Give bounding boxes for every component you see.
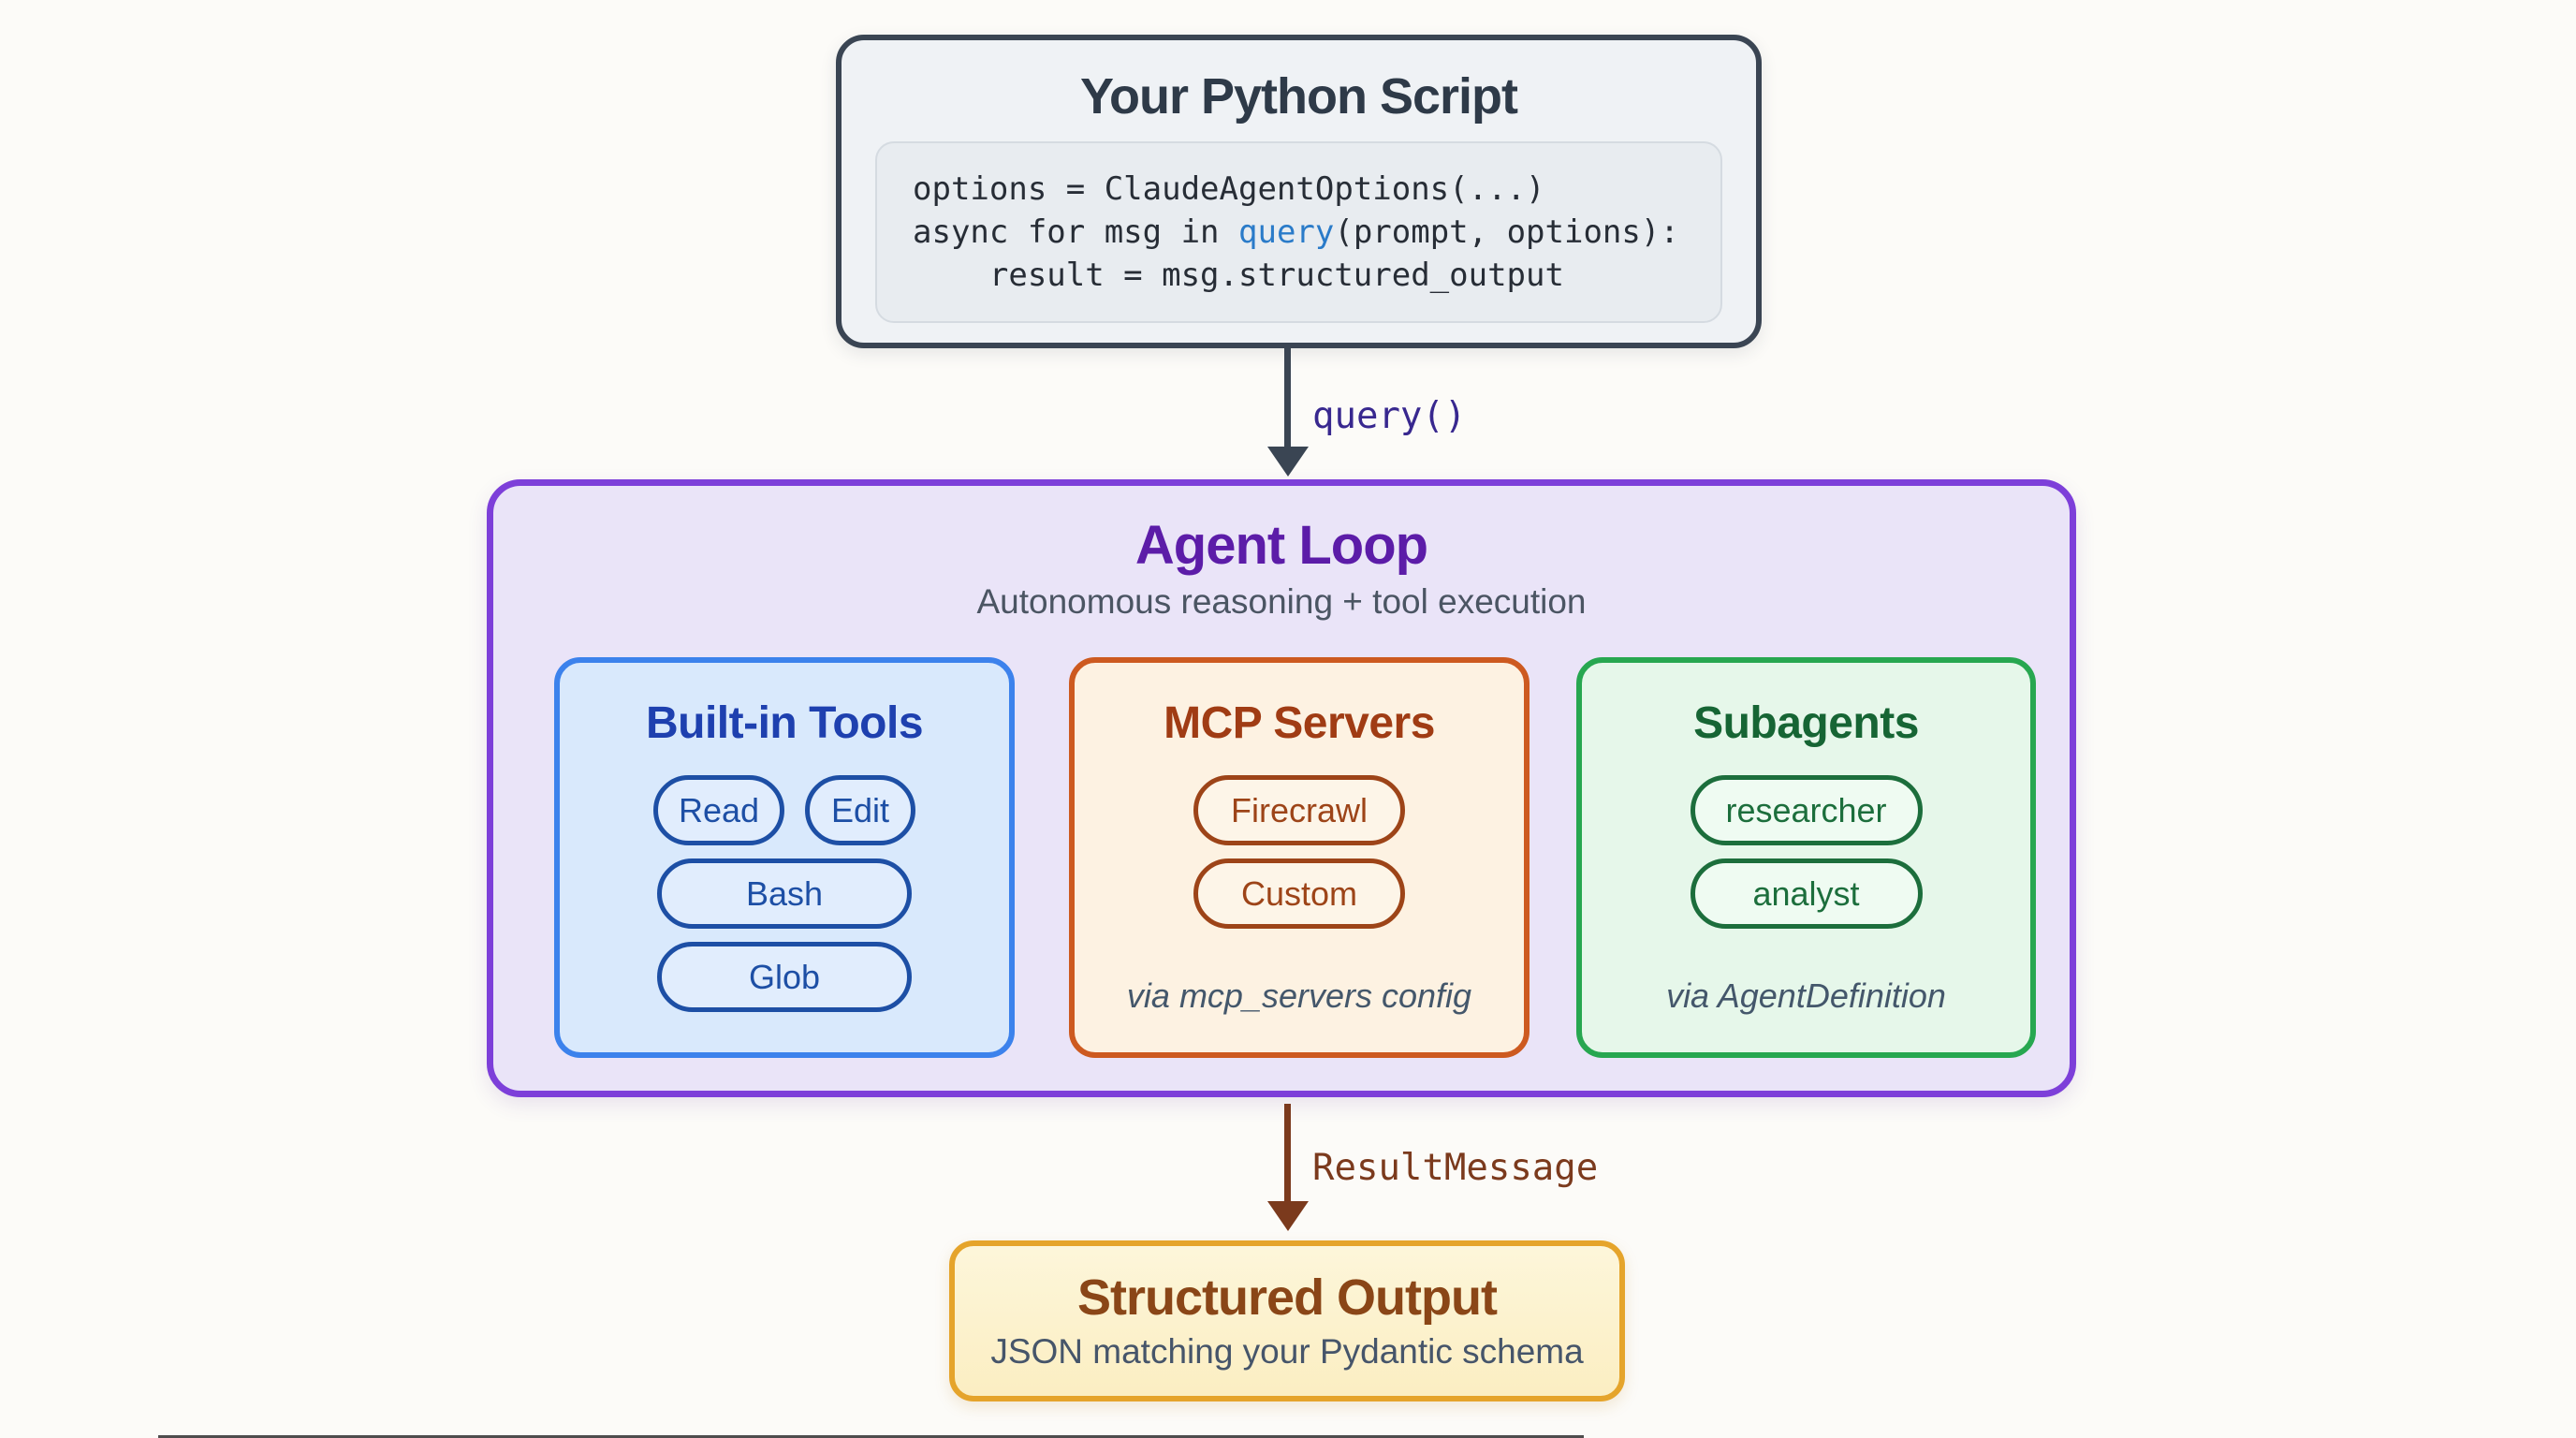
pill-bash: Bash (657, 858, 912, 929)
mcp-servers-pills: Firecrawl Custom (1075, 775, 1524, 929)
query-arrow-head-icon (1267, 447, 1309, 477)
mcp-servers-title: MCP Servers (1164, 698, 1435, 748)
pill-analyst: analyst (1690, 858, 1923, 929)
mcp-servers-caption: via mcp_servers config (1126, 976, 1472, 1015)
code-line-2-pre: async for msg in (913, 213, 1238, 251)
structured-output-box: Structured Output JSON matching your Pyd… (949, 1240, 1625, 1401)
agent-loop-title: Agent Loop (1134, 515, 1428, 576)
subagents-title: Subagents (1693, 698, 1919, 748)
structured-output-title: Structured Output (1077, 1269, 1498, 1326)
pill-researcher: researcher (1690, 775, 1923, 845)
result-arrow-label: ResultMessage (1312, 1147, 1599, 1189)
subagents-box: Subagents researcher analyst via AgentDe… (1576, 657, 2036, 1058)
python-script-box: Your Python Script options = ClaudeAgent… (836, 35, 1762, 348)
pill-read: Read (653, 775, 784, 845)
pill-glob: Glob (657, 942, 912, 1012)
subagents-caption: via AgentDefinition (1666, 976, 1946, 1015)
bottom-edge-strip (158, 1435, 1584, 1438)
python-script-title: Your Python Script (1079, 68, 1518, 125)
code-query-keyword: query (1238, 213, 1335, 251)
agent-loop-subtitle: Autonomous reasoning + tool execution (976, 582, 1587, 621)
builtin-tools-pills: Read Edit Bash Glob (560, 775, 1009, 1012)
mcp-servers-box: MCP Servers Firecrawl Custom via mcp_ser… (1069, 657, 1530, 1058)
code-line-2: async for msg in query(prompt, options): (913, 211, 1685, 254)
builtin-tools-pill-row: Read Edit (653, 775, 915, 845)
result-arrow-head-icon (1267, 1201, 1309, 1231)
subagents-pills: researcher analyst (1582, 775, 2030, 929)
code-line-2-post: (prompt, options): (1334, 213, 1679, 251)
agent-loop-box: Agent Loop Autonomous reasoning + tool e… (487, 479, 2076, 1097)
result-arrow-stem (1284, 1104, 1291, 1203)
pill-custom: Custom (1193, 858, 1405, 929)
builtin-tools-title: Built-in Tools (645, 698, 924, 748)
code-line-1: options = ClaudeAgentOptions(...) (913, 170, 1545, 208)
structured-output-subtitle: JSON matching your Pydantic schema (990, 1332, 1584, 1371)
code-line-3: result = msg.structured_output (913, 257, 1564, 294)
python-code-block: options = ClaudeAgentOptions(...) async … (875, 141, 1722, 323)
query-arrow-label: query() (1312, 395, 1467, 437)
pill-edit: Edit (805, 775, 915, 845)
query-arrow-stem (1284, 348, 1291, 449)
pill-firecrawl: Firecrawl (1193, 775, 1405, 845)
builtin-tools-box: Built-in Tools Read Edit Bash Glob (554, 657, 1015, 1058)
